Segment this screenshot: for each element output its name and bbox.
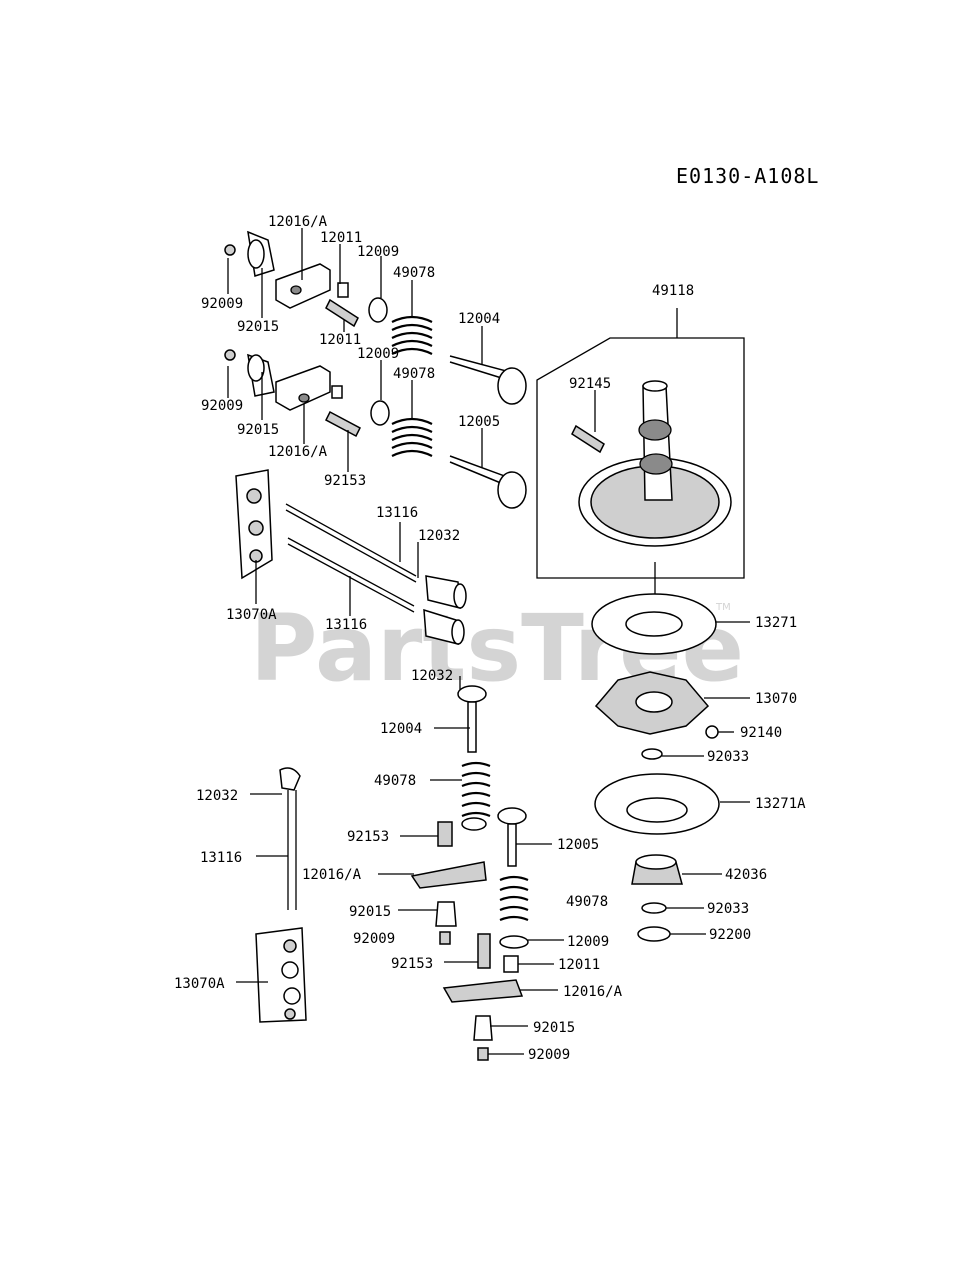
callout-92033-low: 92033 xyxy=(707,901,749,917)
callout-12016A-mid: 12016/A xyxy=(268,444,328,460)
leader-lines xyxy=(227,228,750,1055)
callout-13271A: 13271A xyxy=(755,796,806,812)
rocker-assembly-upper xyxy=(224,230,527,405)
washer-13271 xyxy=(591,593,717,655)
callout-92009-low: 92009 xyxy=(353,931,395,947)
callout-12009-mid: 12009 xyxy=(357,346,399,362)
callout-92153-low: 92153 xyxy=(391,956,433,972)
callout-13070A-low: 13070A xyxy=(174,976,225,992)
callout-49078-low: 49078 xyxy=(374,773,416,789)
callout-13271: 13271 xyxy=(755,615,797,631)
callout-49118: 49118 xyxy=(652,283,694,299)
callout-92145: 92145 xyxy=(569,376,611,392)
push-rods-middle xyxy=(285,503,467,645)
guide-plate-upper xyxy=(235,469,273,580)
rocker-assembly-lower xyxy=(224,349,527,509)
callout-49078-mid: 49078 xyxy=(393,366,435,382)
callout-12032-left: 12032 xyxy=(196,788,238,804)
callout-49078-right: 49078 xyxy=(566,894,608,910)
callout-12009-low: 12009 xyxy=(567,934,609,950)
callout-92015-low: 92015 xyxy=(349,904,391,920)
watermark-tm: TM xyxy=(715,602,731,613)
diagram-code: E0130-A108L xyxy=(676,164,819,188)
callout-12032-mid: 12032 xyxy=(411,668,453,684)
callout-labels: 12016/A 12011 12009 49078 92009 92015 12… xyxy=(174,214,806,1063)
callout-42036: 42036 xyxy=(725,867,767,883)
callout-12005-low: 12005 xyxy=(557,837,599,853)
callout-13070A-top: 13070A xyxy=(226,607,277,623)
callout-92153-top: 92153 xyxy=(324,473,366,489)
callout-92009-bottom: 92009 xyxy=(528,1047,570,1063)
governor-holder-13070 xyxy=(594,671,719,760)
callout-92140: 92140 xyxy=(740,725,782,741)
callout-12011-mid: 12011 xyxy=(319,332,361,348)
callout-92015-bottom: 92015 xyxy=(533,1020,575,1036)
callout-92033-top: 92033 xyxy=(707,749,749,765)
guide-plate-lower xyxy=(255,927,307,1023)
callout-12004-mid: 12004 xyxy=(380,721,422,737)
callout-12032-top: 12032 xyxy=(418,528,460,544)
callout-12016A-top: 12016/A xyxy=(268,214,328,230)
callout-12011-low: 12011 xyxy=(558,957,600,973)
valve-stack-middle xyxy=(410,685,529,1061)
callout-49078-top: 49078 xyxy=(393,265,435,281)
push-rod-lower-left xyxy=(279,767,301,910)
callout-92200: 92200 xyxy=(709,927,751,943)
callout-12011-top: 12011 xyxy=(320,230,362,246)
callout-12016A-low: 12016/A xyxy=(563,984,623,1000)
callout-92009-mid: 92009 xyxy=(201,398,243,414)
callout-13116-top: 13116 xyxy=(376,505,418,521)
callout-12009-top: 12009 xyxy=(357,244,399,260)
callout-13116-mid: 13116 xyxy=(325,617,367,633)
callout-12005-top: 12005 xyxy=(458,414,500,430)
callout-12016A-mid2: 12016/A xyxy=(302,867,362,883)
callout-13070: 13070 xyxy=(755,691,797,707)
callout-92015-mid: 92015 xyxy=(237,422,279,438)
callout-13116-left: 13116 xyxy=(200,850,242,866)
camshaft-group xyxy=(536,308,745,640)
callout-92015-top: 92015 xyxy=(237,319,279,335)
callout-12004-top: 12004 xyxy=(458,311,500,327)
washer-13271A xyxy=(594,773,720,942)
callout-92153-mid: 92153 xyxy=(347,829,389,845)
callout-92009-top: 92009 xyxy=(201,296,243,312)
